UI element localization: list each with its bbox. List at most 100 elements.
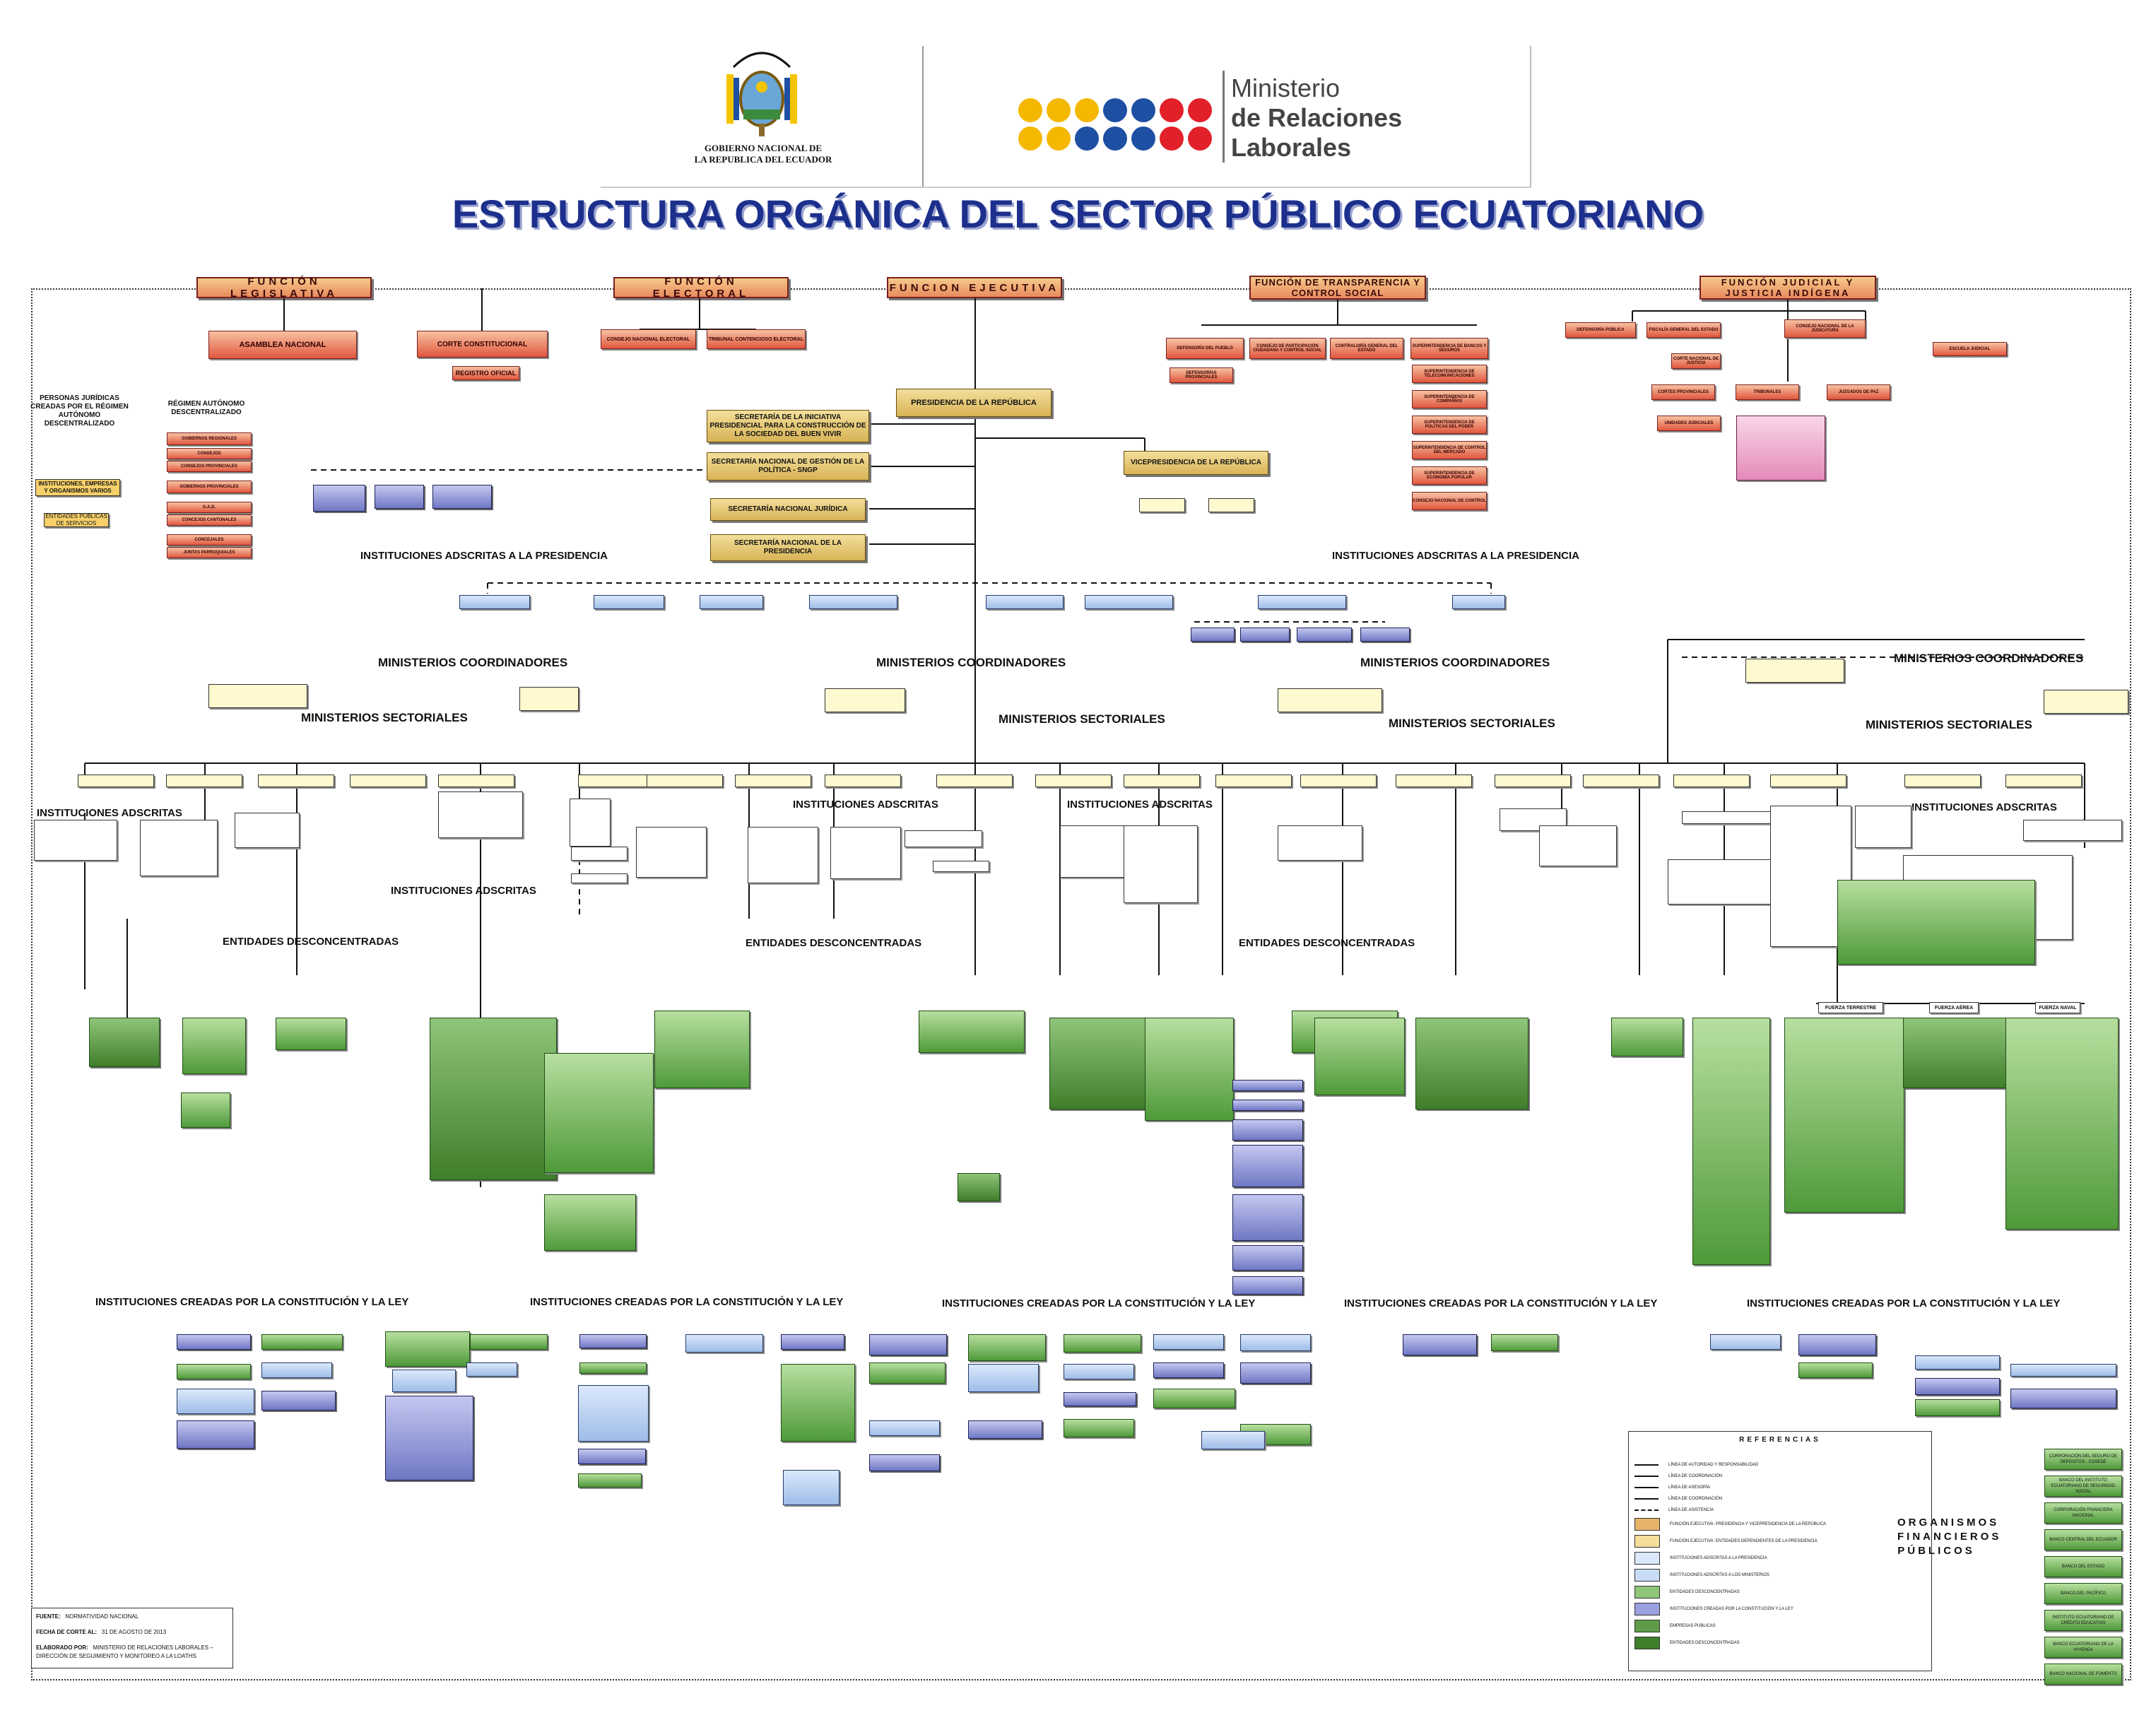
ministerio-coordinador-box <box>1278 688 1382 712</box>
ecuador-coat-of-arms-icon <box>719 39 804 138</box>
ministerio-sectorial-box <box>1495 775 1571 787</box>
adscrita-presidencia-sub <box>1297 628 1352 642</box>
footer-info: FUENTE: NORMATIVIDAD NACIONAL FECHA DE C… <box>31 1608 233 1668</box>
reference-row: FUNCIÓN EJECUTIVA: PRESIDENCIA Y VICEPRE… <box>1634 1517 1927 1532</box>
institucion-creada-box <box>177 1334 251 1350</box>
ministerio-coordinador-box <box>2044 690 2128 714</box>
logo-dot <box>1131 98 1155 122</box>
vice-sub-2 <box>1208 498 1254 512</box>
ministerio-sectorial-box <box>825 775 901 787</box>
institucion-creada-box <box>781 1364 855 1442</box>
institucion-creada-navy <box>1232 1080 1303 1091</box>
ministerio-sectorial-box <box>1215 775 1292 787</box>
secretaria-juridica: SECRETARÍA NACIONAL JURÍDICA <box>710 498 866 521</box>
reference-row: FUNCIÓN EJECUTIVA: ENTIDADES DEPENDIENTE… <box>1634 1533 1927 1549</box>
entidad-desconcentrada-box <box>1415 1018 1528 1109</box>
ministerio-sectorial-box <box>1300 775 1377 787</box>
judicial-item: JUZGADOS DE PAZ <box>1827 384 1890 400</box>
institucion-creada-box <box>385 1396 473 1480</box>
adscrita-presidencia-box <box>986 595 1064 609</box>
entidad-desconcentrada-box <box>1314 1018 1405 1095</box>
entidad-desconcentrada-box <box>919 1011 1025 1053</box>
label-coordinadores-4: MINISTERIOS COORDINADORES <box>1894 652 2084 665</box>
label-coordinadores-1: MINISTERIOS COORDINADORES <box>378 656 568 669</box>
entidad-desconcentrada-box <box>1145 1018 1234 1121</box>
institucion-adscrita-box <box>34 820 117 861</box>
logo-dot <box>1131 126 1155 151</box>
logo-dot <box>1160 126 1184 151</box>
institucion-creada-navy <box>1232 1245 1303 1271</box>
ministerio-sectorial-box <box>1673 775 1750 787</box>
ministerio-sectorial-box <box>647 775 723 787</box>
logo-dot <box>1188 98 1212 122</box>
reference-label: ENTIDADES DESCONCENTRADAS <box>1670 1590 1740 1594</box>
logo-dot <box>1160 98 1184 122</box>
institucion-creada-box <box>385 1331 470 1367</box>
judicial-item: CORTES PROVINCIALES <box>1651 384 1715 400</box>
judicial-item: DEFENSORÍA PÚBLICA <box>1565 322 1636 338</box>
institucion-creada-box <box>1064 1364 1134 1379</box>
institucion-creada-box <box>1201 1431 1265 1449</box>
logo-dot <box>1018 126 1042 151</box>
ministerio-coordinador-box <box>208 684 307 708</box>
reference-label: FUNCIÓN EJECUTIVA: ENTIDADES DEPENDIENTE… <box>1670 1539 1818 1543</box>
reference-label: FUNCIÓN EJECUTIVA: PRESIDENCIA Y VICEPRE… <box>1670 1522 1827 1526</box>
reference-row: ENTIDADES DESCONCENTRADAS <box>1634 1635 1927 1651</box>
secretaria-iniciativa: SECRETARÍA DE LA INICIATIVA PRESIDENCIAL… <box>707 410 869 442</box>
institucion-creada-box <box>1064 1419 1134 1437</box>
institucion-creada-box <box>968 1334 1046 1361</box>
autonomo-item: CONSEJOS <box>167 448 252 459</box>
ministerio-sectorial-box <box>350 775 426 787</box>
fuerza-aerea: FUERZA AÉREA <box>1929 1002 1979 1013</box>
institucion-creada-box <box>177 1389 254 1414</box>
label-entidades-2: ENTIDADES DESCONCENTRADAS <box>746 937 922 949</box>
entidad-desconcentrada-box <box>1692 1018 1770 1265</box>
ministerio-sectorial-box <box>1035 775 1112 787</box>
superintendencia-item: SUPERINTENDENCIA DE CONTROL DEL MERCADO <box>1412 441 1487 459</box>
institucion-creada-box <box>1153 1334 1224 1350</box>
institucion-creada-box <box>968 1420 1042 1439</box>
registro-oficial: REGISTRO OFICIAL <box>452 366 519 380</box>
judicial-item: TRIBUNALES <box>1736 384 1799 400</box>
reference-label: EMPRESAS PÚBLICAS <box>1670 1624 1716 1628</box>
organismo-financiero-box: BANCO DEL PACÍFICO <box>2044 1583 2122 1604</box>
reference-swatch <box>1634 1620 1660 1632</box>
vicepresidencia-republica: VICEPRESIDENCIA DE LA REPÚBLICA <box>1124 451 1268 475</box>
institucion-creada-box <box>1798 1362 1873 1378</box>
autonomo-navy-1 <box>313 485 365 512</box>
label-adscritas-3: INSTITUCIONES ADSCRITAS <box>1067 799 1213 811</box>
ministerio-coordinador-box <box>519 687 579 711</box>
ministerio-sectorial-box <box>936 775 1013 787</box>
institucion-creada-navy <box>1232 1119 1303 1141</box>
reference-swatch <box>1634 1535 1660 1548</box>
institucion-adscrita-box <box>1668 859 1774 905</box>
reference-row: EMPRESAS PÚBLICAS <box>1634 1618 1927 1634</box>
fuerza-terrestre: FUERZA TERRESTRE <box>1818 1002 1883 1013</box>
reference-label: INSTITUCIONES CREADAS POR LA CONSTITUCIÓ… <box>1670 1607 1793 1611</box>
institucion-creada-box <box>1403 1334 1477 1355</box>
institucion-creada-box <box>578 1473 642 1488</box>
institucion-creada-box <box>1491 1334 1558 1351</box>
superintendencia-item: CONSEJO NACIONAL DE CONTROL <box>1412 492 1487 510</box>
institucion-creada-box <box>578 1449 646 1464</box>
autonomo-item: CONSEJOS PROVINCIALES <box>167 461 252 472</box>
transparencia-item: DEFENSORÍA DEL PUEBLO <box>1166 338 1244 359</box>
reference-swatch <box>1634 1586 1660 1599</box>
funcion-transparencia: FUNCIÓN DE TRANSPARENCIA Y CONTROL SOCIA… <box>1249 276 1426 300</box>
reference-row: LÍNEA DE COORDINACIÓN <box>1634 1494 1927 1504</box>
autonomo-item: JUNTAS PARROQUIALES <box>167 547 252 558</box>
funcion-electoral: FUNCIÓN ELECTORAL <box>613 276 789 300</box>
institucion-creada-box <box>1915 1399 2000 1416</box>
institucion-adscrita-box <box>571 847 628 861</box>
reference-row: INSTITUCIONES CREADAS POR LA CONSTITUCIÓ… <box>1634 1601 1927 1617</box>
elaborado-label: ELABORADO POR: <box>36 1644 88 1651</box>
reference-row: INSTITUCIONES ADSCRITAS A LA PRESIDENCIA <box>1634 1550 1927 1566</box>
reference-swatch <box>1634 1464 1659 1466</box>
reference-swatch <box>1634 1552 1660 1565</box>
reference-row: LÍNEA DE ASISTENCIA <box>1634 1505 1927 1515</box>
ministerio-sectorial-box <box>2005 775 2082 787</box>
organismo-financiero-box: BANCO ECUATORIANO DE LA VIVIENDA <box>2044 1637 2122 1658</box>
adscrita-presidencia-sub <box>1191 628 1235 642</box>
institucion-adscrita-box <box>1278 825 1362 861</box>
reference-swatch <box>1634 1518 1660 1531</box>
